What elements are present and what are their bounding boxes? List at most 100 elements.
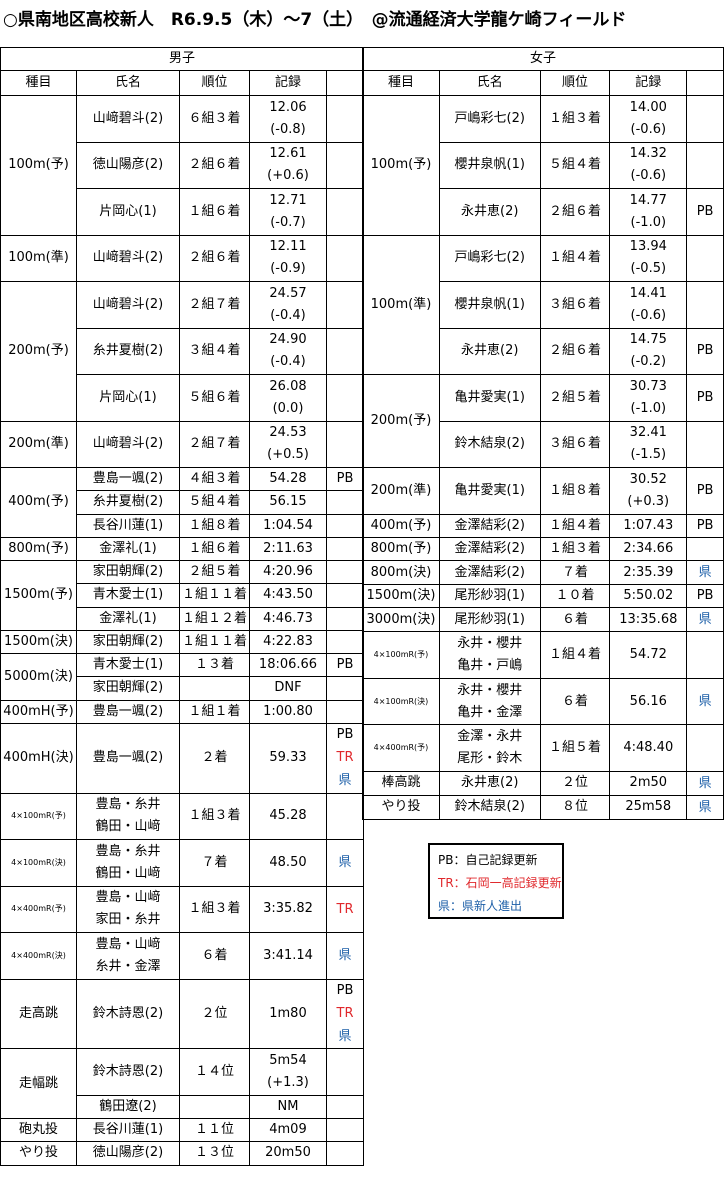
- note-mark: PB: [696, 343, 714, 359]
- note-cell: [326, 792, 364, 840]
- record-value: 45.28: [269, 808, 307, 824]
- athlete-name: 山﨑碧斗(2): [92, 296, 164, 312]
- note-mark: PB: [336, 657, 354, 673]
- note-cell: [686, 536, 724, 562]
- note-cell: [326, 1117, 364, 1143]
- record-value: 18:06.66: [258, 657, 318, 673]
- note-mark: PB: [696, 517, 714, 533]
- event-cell: 200m(準): [0, 420, 77, 468]
- event-cell: 1500m(決): [0, 629, 77, 655]
- athlete-name: 鶴田・山﨑: [95, 819, 161, 835]
- place-cell: １組３着: [539, 536, 611, 562]
- column-header-place: 順位: [539, 70, 611, 96]
- note-cell: PB: [686, 188, 724, 236]
- place-cell: １組４着: [539, 234, 611, 282]
- place-cell: １０着: [539, 583, 611, 609]
- note-cell: PB: [686, 513, 724, 538]
- place-cell: １３位: [179, 1141, 250, 1166]
- note-mark: PB: [336, 727, 354, 743]
- athlete-name-cell: 金澤結彩(2): [438, 560, 541, 585]
- record-value: 32.41: [629, 425, 667, 441]
- note-cell: [326, 536, 364, 562]
- note-cell: [326, 606, 364, 631]
- record-cell: 25m58: [609, 794, 688, 820]
- record-cell: 2m50: [609, 770, 688, 796]
- place-cell: ２組６着: [539, 327, 611, 375]
- record-cell: 3:35.82: [249, 885, 327, 933]
- note-mark: TR: [336, 1005, 354, 1021]
- athlete-name: 永井・櫻井: [457, 682, 523, 698]
- record-cell: 4:46.73: [249, 606, 327, 631]
- column-header-record: 記録: [609, 70, 688, 96]
- athlete-name-cell: 糸井夏樹(2): [76, 490, 180, 515]
- female-section-header: 女子: [362, 47, 724, 71]
- note-mark: PB: [696, 588, 714, 604]
- record-value: 2m50: [629, 775, 668, 791]
- record-value: 3:41.14: [263, 947, 313, 963]
- record-value: (-0.9): [270, 261, 306, 277]
- place-cell: ６着: [539, 607, 611, 633]
- place-cell: １組３着: [179, 792, 250, 840]
- record-value: (-0.4): [270, 307, 306, 323]
- place-cell: ５組６着: [179, 374, 250, 422]
- athlete-name-cell: 鈴木詩恩(2): [76, 1048, 180, 1096]
- event-cell: やり投: [362, 794, 440, 820]
- athlete-name: 豊島・糸井: [95, 843, 161, 859]
- record-value: (-1.0): [630, 214, 667, 230]
- place-cell: ６着: [179, 932, 250, 980]
- record-value: 26.08: [269, 378, 307, 394]
- place-cell: １組６着: [179, 536, 250, 562]
- record-value: 24.90: [269, 332, 307, 348]
- record-cell: 2:35.39: [609, 560, 688, 585]
- record-value: 4:46.73: [263, 610, 313, 626]
- place-cell: ２位: [179, 978, 250, 1050]
- note-cell: [326, 1048, 364, 1096]
- note-cell: [326, 188, 364, 236]
- record-value: 14.00: [629, 99, 667, 115]
- athlete-name: 青木愛士(1): [92, 657, 164, 673]
- note-mark: 県: [338, 773, 352, 789]
- note-cell: [326, 281, 364, 329]
- record-cell: 12.06(-0.8): [249, 95, 327, 143]
- record-value: 4m09: [269, 1122, 307, 1138]
- event-cell: 4×400mR(予): [362, 724, 440, 772]
- place-cell: ３組４着: [179, 327, 250, 375]
- athlete-name: 豊島・糸井: [95, 797, 161, 813]
- place-cell: ２組５着: [539, 374, 611, 422]
- athlete-name: 家田朝輝(2): [92, 633, 164, 649]
- place-cell: １組１１着: [179, 583, 250, 608]
- athlete-name-cell: 豊島一颯(2): [76, 466, 180, 492]
- note-mark: 県: [338, 855, 352, 871]
- event-cell: 200m(準): [362, 467, 440, 515]
- record-value: 4:48.40: [623, 740, 674, 755]
- note-cell: PB: [326, 466, 364, 492]
- note-mark: PB: [696, 389, 714, 405]
- athlete-name-cell: 青木愛士(1): [76, 583, 180, 608]
- record-cell: 26.08(0.0): [249, 374, 327, 422]
- note-cell: [686, 724, 724, 772]
- record-value: 1m80: [269, 1005, 307, 1021]
- athlete-name: 戸嶋彩七(2): [454, 110, 525, 126]
- athlete-name-cell: 金澤結彩(2): [438, 513, 541, 538]
- note-cell: [686, 420, 724, 468]
- record-cell: 30.52(+0.3): [609, 467, 688, 515]
- athlete-name-cell: 鈴木結泉(2): [438, 794, 541, 820]
- record-cell: 32.41(-1.5): [609, 420, 688, 468]
- place-cell: ２着: [179, 722, 250, 794]
- event-cell: 400m(予): [362, 513, 440, 538]
- record-value: 12.11: [269, 239, 307, 255]
- record-value: (+1.3): [267, 1075, 309, 1090]
- event-cell: 5000m(決): [0, 653, 77, 701]
- event-cell: 400m(予): [0, 467, 77, 538]
- note-cell: [326, 234, 364, 282]
- athlete-name: 鈴木詩恩(2): [92, 1005, 164, 1021]
